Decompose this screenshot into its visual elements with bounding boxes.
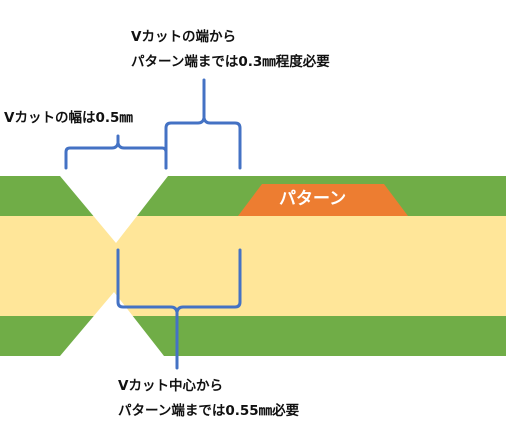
vcut-width-label: Vカットの幅は0.5㎜ xyxy=(4,110,133,126)
top-v-groove xyxy=(60,176,168,243)
edge-to-pattern-label-line2: パターン端までは0.3㎜程度必要 xyxy=(131,54,330,70)
bottom-v-groove xyxy=(60,292,164,356)
vcut-width-bracket xyxy=(64,134,168,170)
edge-to-pattern-bracket xyxy=(164,78,242,170)
center-to-pattern-label-line2: パターン端までは0.55㎜必要 xyxy=(118,403,300,419)
core-layer xyxy=(0,216,506,316)
center-to-pattern-label-line1: Vカット中心から xyxy=(118,378,223,394)
pattern-shape xyxy=(238,184,408,216)
pattern-label: パターン xyxy=(279,189,347,209)
center-to-pattern-bracket xyxy=(116,248,242,370)
edge-to-pattern-label-line1: Vカットの端から xyxy=(131,29,236,45)
